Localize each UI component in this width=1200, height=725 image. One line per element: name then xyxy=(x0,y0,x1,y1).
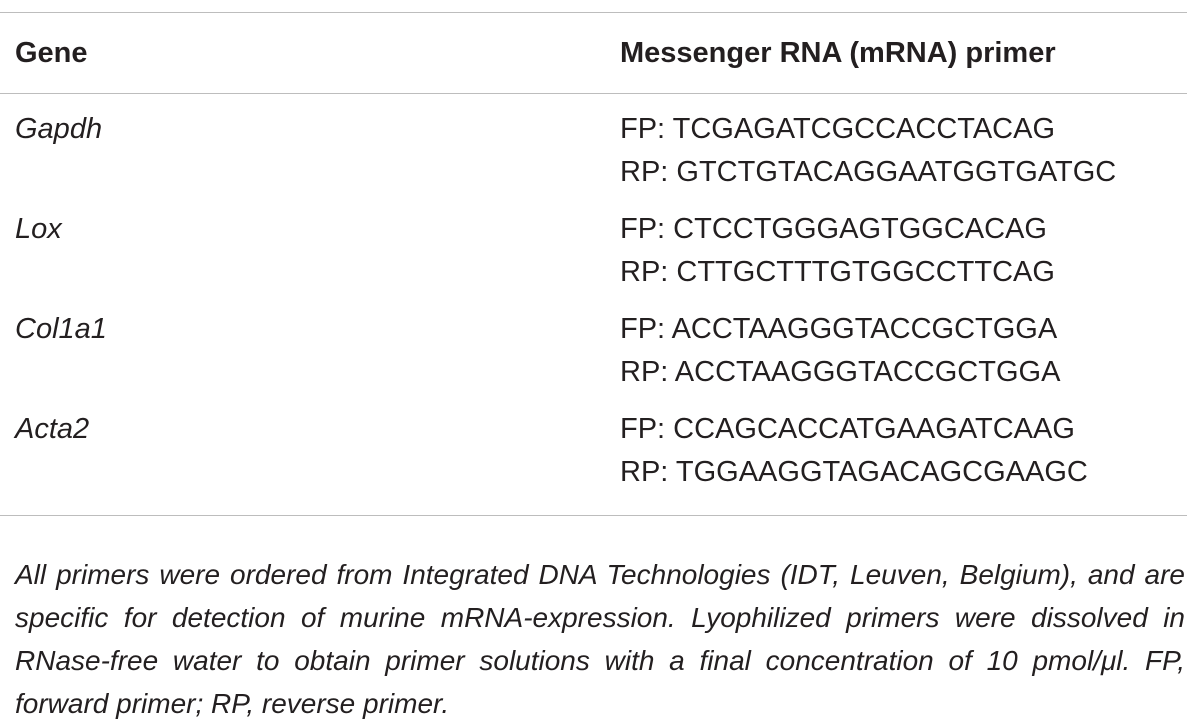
reverse-primer: RP: GTCTGTACAGGAATGGTGATGC xyxy=(620,156,1117,188)
primer-cell: FP: CCAGCACCATGAAGATCAAG RP: TGGAAGGTAGA… xyxy=(620,408,1187,508)
gene-name: Acta2 xyxy=(15,413,90,445)
table-body: Gapdh FP: TCGAGATCGCCACCTACAG RP: GTCTGT… xyxy=(0,92,1187,508)
paper-table-page: Gene Messenger RNA (mRNA) primer Gapdh F… xyxy=(0,12,1187,719)
header-row: Gene Messenger RNA (mRNA) primer xyxy=(0,14,1187,92)
table-row: Gapdh FP: TCGAGATCGCCACCTACAG RP: GTCTGT… xyxy=(0,92,1187,208)
table-row: Col1a1 FP: ACCTAAGGGTACCGCTGGA RP: ACCTA… xyxy=(0,308,1187,408)
forward-primer: FP: CCAGCACCATGAAGATCAAG xyxy=(620,413,1075,445)
table-header: Gene Messenger RNA (mRNA) primer xyxy=(0,14,1187,92)
table-bottom-rule xyxy=(0,515,1187,516)
header-primer: Messenger RNA (mRNA) primer xyxy=(620,36,1056,69)
primer-cell: FP: CTCCTGGGAGTGGCACAG RP: CTTGCTTTGTGGC… xyxy=(620,208,1187,308)
table-row: Lox FP: CTCCTGGGAGTGGCACAG RP: CTTGCTTTG… xyxy=(0,208,1187,308)
gene-name: Lox xyxy=(15,213,62,245)
primer-cell: FP: TCGAGATCGCCACCTACAG RP: GTCTGTACAGGA… xyxy=(620,92,1187,208)
header-bottom-rule xyxy=(0,93,1187,94)
header-gene: Gene xyxy=(15,36,88,69)
reverse-primer: RP: ACCTAAGGGTACCGCTGGA xyxy=(620,356,1061,388)
table-row: Acta2 FP: CCAGCACCATGAAGATCAAG RP: TGGAA… xyxy=(0,408,1187,508)
gene-name: Gapdh xyxy=(15,113,103,145)
forward-primer: FP: CTCCTGGGAGTGGCACAG xyxy=(620,213,1047,245)
table-top-rule xyxy=(0,12,1187,13)
forward-primer: FP: TCGAGATCGCCACCTACAG xyxy=(620,113,1056,145)
table-footnote: All primers were ordered from Integrated… xyxy=(15,559,1185,719)
reverse-primer: RP: TGGAAGGTAGACAGCGAAGC xyxy=(620,456,1088,488)
primer-table: Gene Messenger RNA (mRNA) primer Gapdh F… xyxy=(0,14,1187,508)
reverse-primer: RP: CTTGCTTTGTGGCCTTCAG xyxy=(620,256,1055,288)
forward-primer: FP: ACCTAAGGGTACCGCTGGA xyxy=(620,313,1058,345)
primer-cell: FP: ACCTAAGGGTACCGCTGGA RP: ACCTAAGGGTAC… xyxy=(620,308,1187,408)
gene-name: Col1a1 xyxy=(15,313,107,345)
